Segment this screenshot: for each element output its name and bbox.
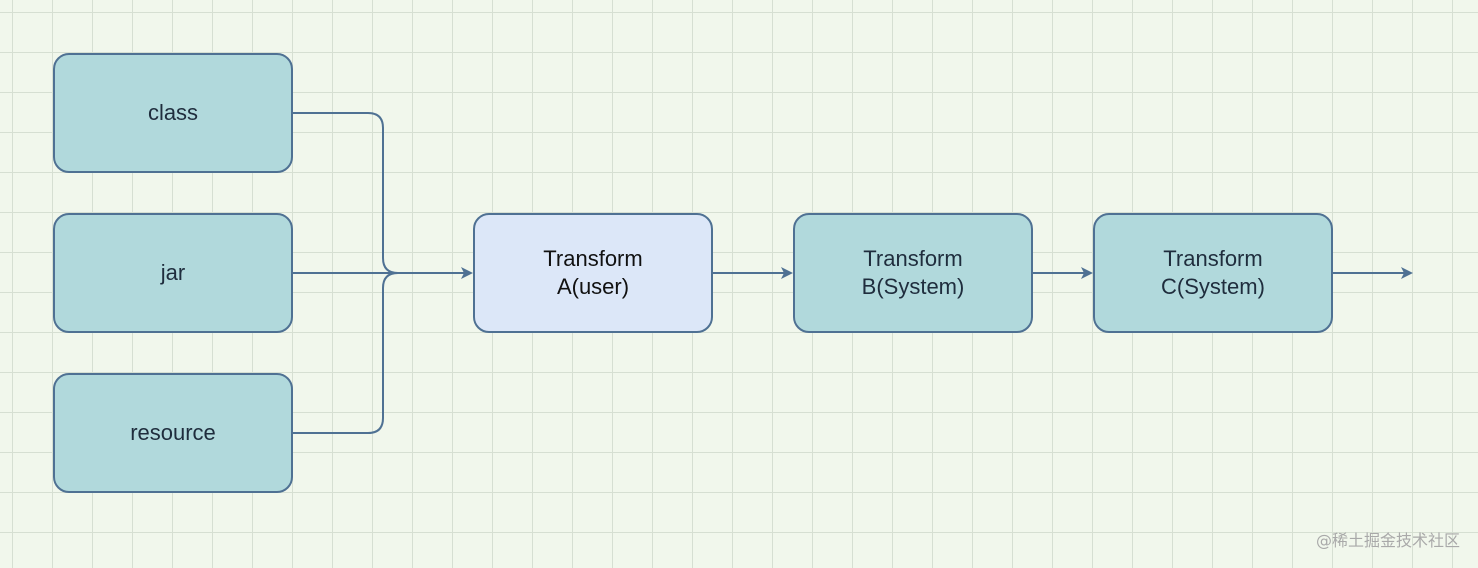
node-transform-c[interactable]: Transform C(System) (1093, 213, 1333, 333)
node-jar[interactable]: jar (53, 213, 293, 333)
node-transform-a-label-line1: Transform (543, 246, 643, 271)
connector-class-to-transform-a (293, 112, 399, 274)
node-transform-b-label-line2: B(System) (861, 274, 965, 299)
node-transform-b-label-line1: Transform (863, 246, 963, 271)
node-resource[interactable]: resource (53, 373, 293, 493)
watermark: @稀土掘金技术社区 (1315, 531, 1460, 550)
connector-resource-to-transform-a (293, 272, 399, 434)
node-class-label: class (147, 100, 199, 125)
node-jar-label: jar (160, 260, 186, 285)
node-transform-c-label-line2: C(System) (1161, 274, 1265, 299)
node-class[interactable]: class (53, 53, 293, 173)
node-transform-b[interactable]: Transform B(System) (793, 213, 1033, 333)
node-transform-a-label-line2: A(user) (556, 274, 630, 299)
node-transform-a[interactable]: Transform A(user) (473, 213, 713, 333)
node-resource-label: resource (130, 420, 216, 445)
node-transform-c-label-line1: Transform (1163, 246, 1263, 271)
